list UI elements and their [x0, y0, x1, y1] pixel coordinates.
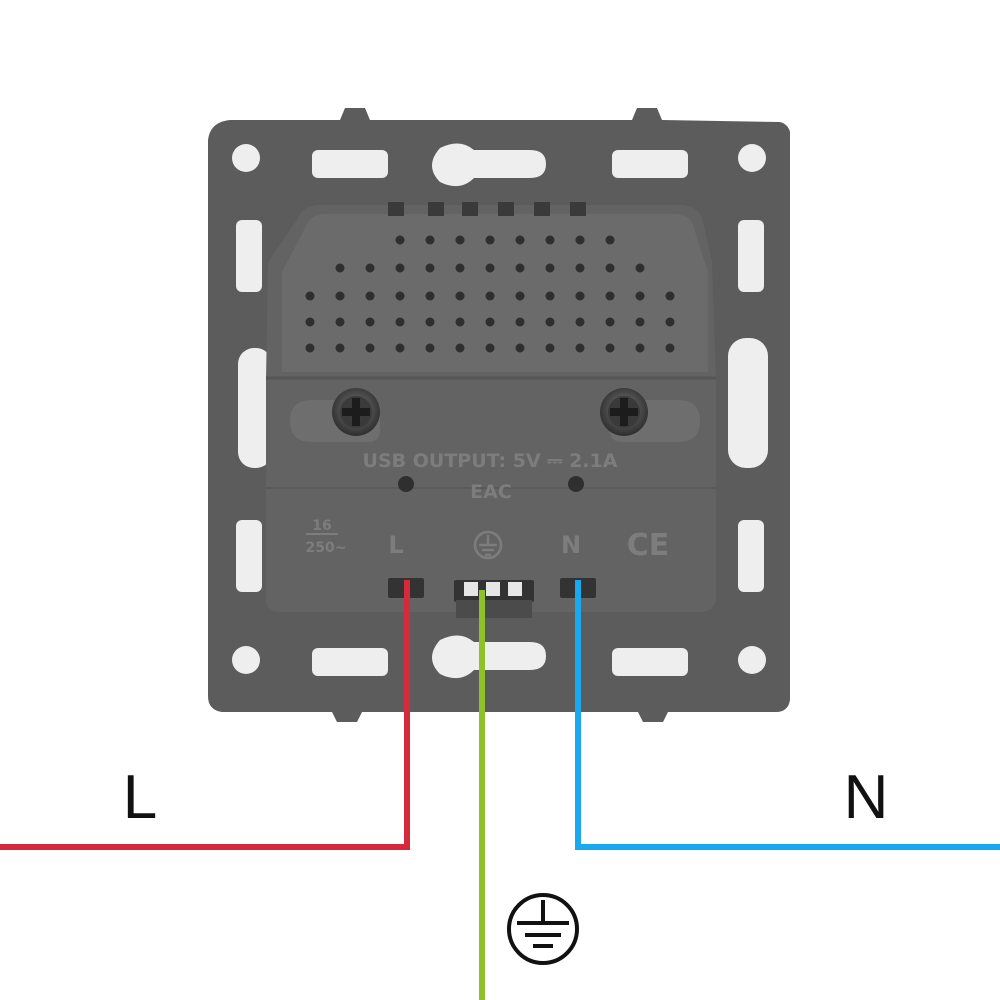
terminal-earth-icon: [473, 530, 503, 560]
terminal-label-live: L: [388, 531, 403, 559]
ce-mark: CE: [627, 528, 670, 563]
neutral-wire: [575, 580, 1000, 850]
eac-mark: EAC: [470, 481, 512, 503]
right-screw-icon: [600, 388, 648, 436]
usb-module: [266, 202, 716, 618]
neutral-wire-label: N: [844, 763, 889, 832]
live-wire: [0, 580, 410, 850]
current-rating: 16: [312, 518, 331, 534]
terminal-label-neutral: N: [561, 531, 581, 559]
left-screw-icon: [332, 388, 380, 436]
live-wire-label: L: [123, 763, 157, 832]
voltage-rating: 250~: [306, 540, 347, 556]
usb-output-rating: USB OUTPUT: 5V ⎓ 2.1A: [363, 450, 618, 472]
protective-earth-icon: [507, 893, 579, 965]
